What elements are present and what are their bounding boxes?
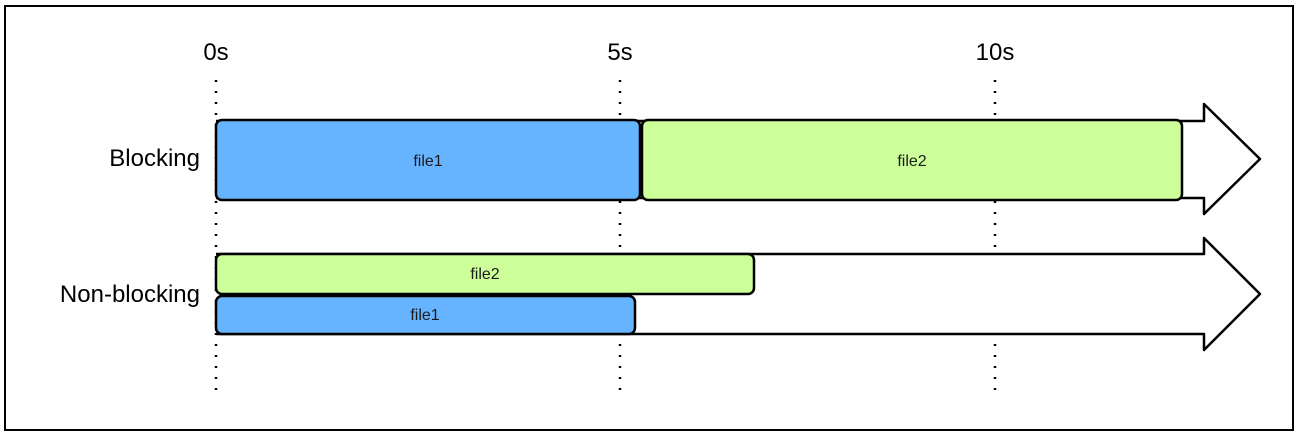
row-label-blocking: Blocking [109,145,200,172]
non-blocking-bar-file2-label: file2 [470,266,499,283]
non-blocking-bar-file1 [214,294,637,336]
row-label-non-blocking: Non-blocking [60,281,200,308]
blocking-bar-file2 [640,118,1184,202]
tick-label-5s: 5s [607,39,632,66]
non-blocking-bar-file2 [214,252,756,296]
blocking-bar-file2-label: file2 [897,153,926,170]
diagram-frame [4,5,1294,431]
blocking-bar-file1-label: file1 [413,153,442,170]
tick-label-0s: 0s [203,39,228,66]
tick-label-10s: 10s [976,39,1015,66]
non-blocking-bar-file1-label: file1 [410,307,439,324]
blocking-bar-file1 [214,118,642,202]
